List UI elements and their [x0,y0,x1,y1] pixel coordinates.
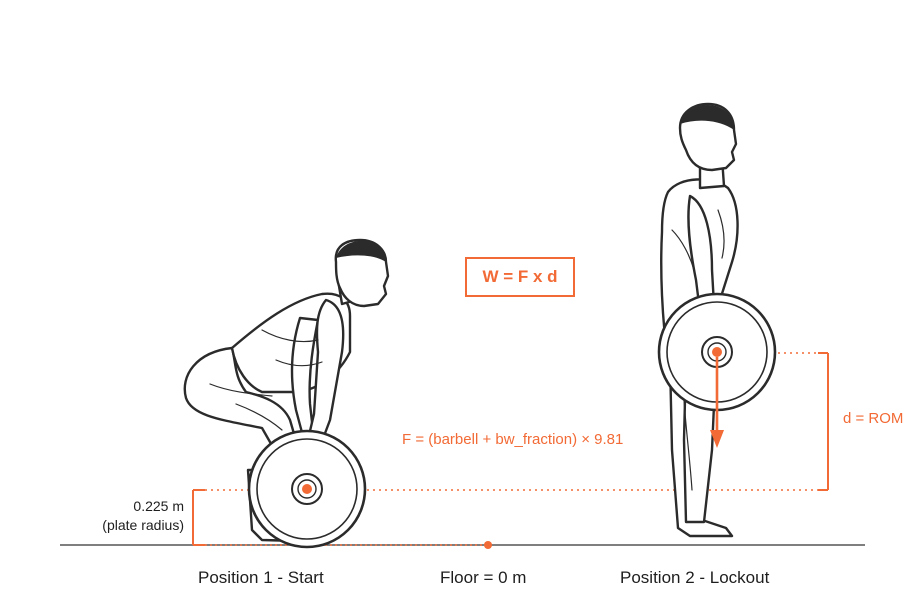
plate-radius-annotation: 0.225 m (plate radius) [100,497,184,535]
plate-radius-note: (plate radius) [102,517,184,533]
start-barbell-plate [247,429,367,549]
position-start-caption: Position 1 - Start [198,568,324,587]
distance-label: d = ROM [843,410,904,427]
force-arrow [710,357,724,448]
plate-radius-bracket [192,489,205,546]
floor-caption: Floor = 0 m [440,568,527,587]
lockout-barbell-plate [657,292,777,412]
start-figure-detail-lines [209,329,323,431]
plate-radius-value: 0.225 m [133,498,184,514]
rom-bracket [818,352,829,491]
position-lockout-caption: Position 2 - Lockout [620,568,770,587]
lifter-start-figure [183,238,390,543]
floor-origin-marker [484,541,492,549]
lockout-figure-detail-lines [671,209,725,491]
force-formula-label: F = (barbell + bw_fraction) × 9.81 [402,431,624,448]
work-formula-box: W = F x d [465,257,575,297]
